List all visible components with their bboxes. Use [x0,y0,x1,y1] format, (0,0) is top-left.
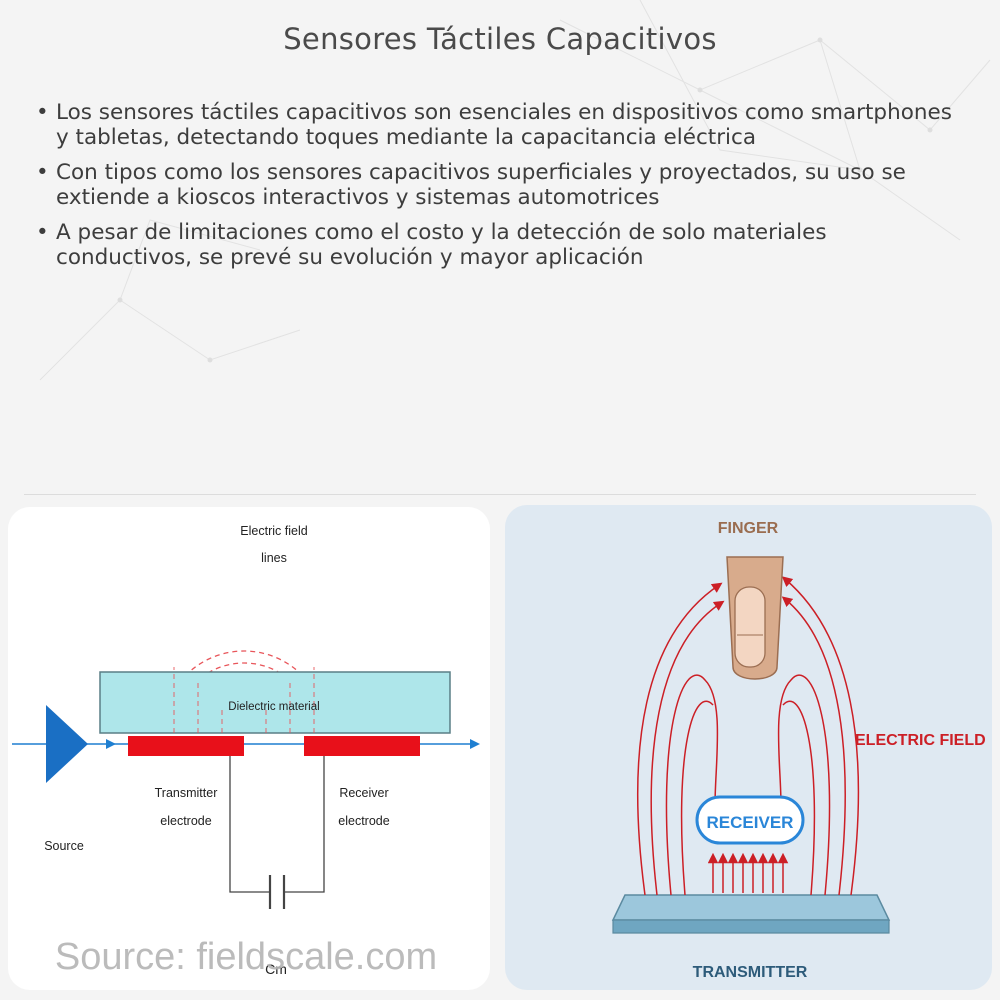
receiver-label: electrode [338,814,389,828]
bullet-list: Los sensores táctiles capacitivos son es… [36,100,966,280]
source-triangle-icon [46,705,88,783]
receiver-electrode [304,736,420,756]
transmitter-label: electrode [160,814,211,828]
bullet-item: Los sensores táctiles capacitivos son es… [36,100,966,150]
page-title: Sensores Táctiles Capacitivos [283,22,717,56]
dielectric-label: Dielectric material [228,701,319,713]
electric-field-label: ELECTRIC FIELD [855,732,986,749]
finger-field-diagram: RECEIVER FINGER ELECTRIC FIELD TRANSMITT… [505,505,992,990]
field-lines-label: lines [261,551,287,565]
arrow-right-icon [106,739,116,749]
transmitter-electrode [128,736,244,756]
transmitter-label: Transmitter [155,786,218,800]
finger-field-svg: RECEIVER FINGER ELECTRIC FIELD TRANSMITT… [611,520,986,981]
finger-label: FINGER [718,520,779,537]
bullet-item: A pesar de limitaciones como el costo y … [36,220,966,270]
dielectric-layer [99,671,451,734]
credit-watermark: Source: fieldscale.com [55,936,437,978]
transmitter-plate [611,894,891,921]
field-lines-label: Electric field [240,524,307,538]
electric-field-arcs [637,576,860,896]
capacitor-label: Cm [265,961,287,977]
capacitive-sensor-svg: Electric field lines Dielectric material… [12,524,480,978]
transmitter-label: TRANSMITTER [693,964,808,981]
finger-icon [726,556,784,680]
arrow-right-icon [470,739,480,749]
divider [24,494,976,495]
receiver-label: RECEIVER [707,813,794,832]
bullet-item: Con tipos como los sensores capacitivos … [36,160,966,210]
receiver-pill [695,795,805,845]
field-arrows-up [707,852,789,893]
capacitive-sensor-diagram: Electric field lines Dielectric material… [8,507,490,990]
source-label: Source [44,839,84,853]
receiver-label: Receiver [339,786,388,800]
